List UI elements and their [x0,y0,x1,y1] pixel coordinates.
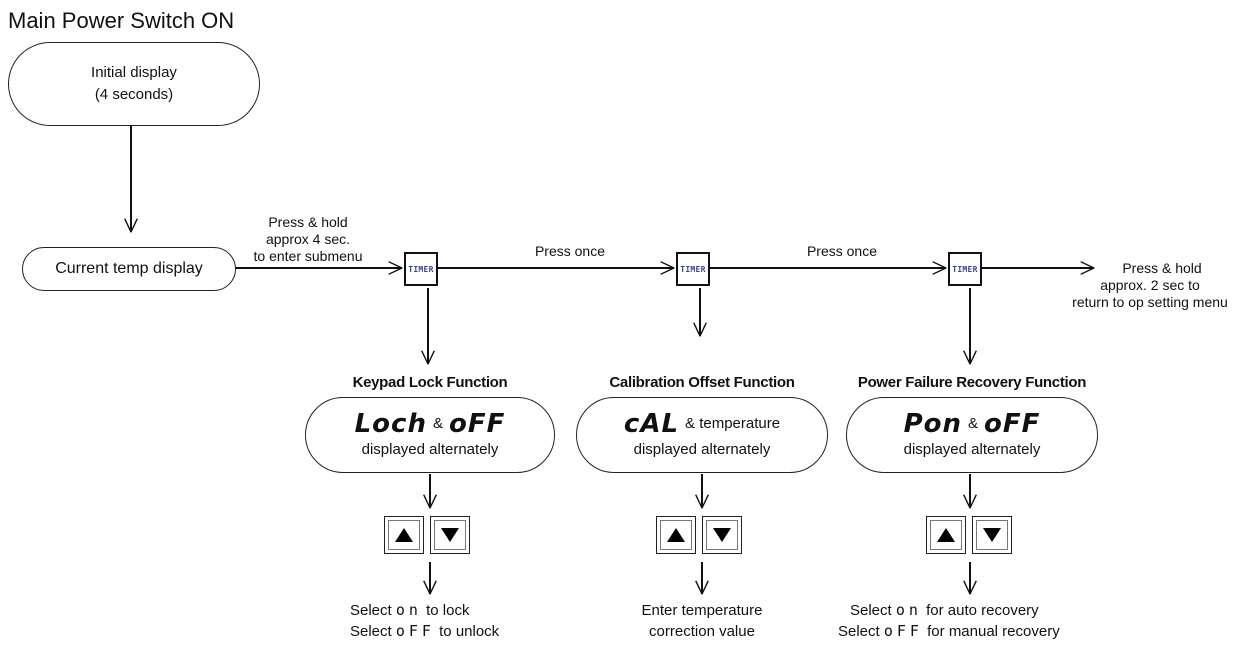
select-code: oFF [883,622,923,640]
press-once-label-2: Press once [806,243,878,259]
keypad-lock-value: oFF [448,409,506,439]
timer-button-2: TIMER [676,252,710,286]
initial-display-line2: (4 seconds) [94,86,174,103]
current-temp-label: Current temp display [55,260,203,277]
up-triangle-icon [395,528,413,542]
power-failure-joiner: & [968,415,979,432]
select-line: Select on for auto recovery [838,600,1138,621]
select-text: for auto recovery [926,602,1039,619]
page-title: Main Power Switch ON [8,8,235,33]
hold-enter-line2: approx 4 sec. [265,231,351,247]
keypad-lock-select: Select on to lock Select oFF to unlock [334,600,534,642]
select-line: Select oFF to unlock [334,621,534,642]
calibration-line2: displayed alternately [633,441,771,458]
hold-return-line3: return to op setting menu [1072,294,1228,310]
up-triangle-icon [937,528,955,542]
select-code: on [895,601,922,619]
calibration-keys [656,516,742,554]
hold-enter-label: Press & hold approx 4 sec. to enter subm… [238,214,378,265]
select-prefix: Select [350,623,392,640]
keypad-lock-joiner: & [432,415,443,432]
power-failure-value: oFF [984,409,1041,439]
keypad-lock-keys [384,516,470,554]
timer-button-label: TIMER [952,264,978,274]
timer-button-label: TIMER [680,264,706,274]
up-key [926,516,966,554]
calibration-result-line1: Enter temperature [641,602,763,619]
initial-display-node: Initial display (4 seconds) [8,42,260,126]
up-triangle-icon [667,528,685,542]
hold-return-label: Press & hold approx. 2 sec to return to … [1052,260,1248,311]
keypad-lock-display-node: Loch & oFF displayed alternately [305,397,555,473]
select-line: Select on to lock [334,600,534,621]
select-text: to unlock [439,623,500,640]
hold-enter-line1: Press & hold [268,214,348,230]
down-key [702,516,742,554]
hold-return-line2: approx. 2 sec to [1100,277,1200,293]
keypad-lock-code: Loch [354,409,427,439]
down-triangle-icon [441,528,459,542]
keypad-lock-heading: Keypad Lock Function [352,374,508,391]
hold-return-line1: Press & hold [1122,260,1202,276]
calibration-offset-display-node: cAL & temperature displayed alternately [576,397,828,473]
power-failure-line2: displayed alternately [903,441,1041,458]
timer-button-label: TIMER [408,264,434,274]
press-once-label-1: Press once [534,243,606,259]
calibration-result-line2: correction value [649,623,755,640]
down-key [972,516,1012,554]
initial-display-line1: Initial display [91,64,177,81]
down-triangle-icon [983,528,1001,542]
power-failure-code: Pon [903,409,963,439]
calibration-offset-heading: Calibration Offset Function [609,374,795,391]
calibration-joiner: & temperature [685,415,781,432]
select-prefix: Select [838,623,880,640]
hold-enter-line3: to enter submenu [253,248,363,264]
select-text: to lock [426,602,470,619]
up-key [656,516,696,554]
keypad-lock-line2: displayed alternately [361,441,499,458]
select-code: oFF [395,622,435,640]
calibration-code: cAL [623,409,680,439]
timer-button-1: TIMER [404,252,438,286]
power-failure-display-node: Pon & oFF displayed alternately [846,397,1098,473]
select-prefix: Select [850,602,892,619]
current-temp-display-node: Current temp display [22,247,236,291]
down-key [430,516,470,554]
timer-button-3: TIMER [948,252,982,286]
select-text: for manual recovery [927,623,1060,640]
down-triangle-icon [713,528,731,542]
select-code: on [395,601,422,619]
select-prefix: Select [350,602,392,619]
power-failure-select: Select on for auto recovery Select oFF f… [838,600,1138,642]
select-line: Select oFF for manual recovery [838,621,1138,642]
up-key [384,516,424,554]
power-failure-keys [926,516,1012,554]
calibration-result: Enter temperature correction value [602,600,802,642]
power-failure-heading: Power Failure Recovery Function [857,374,1087,391]
